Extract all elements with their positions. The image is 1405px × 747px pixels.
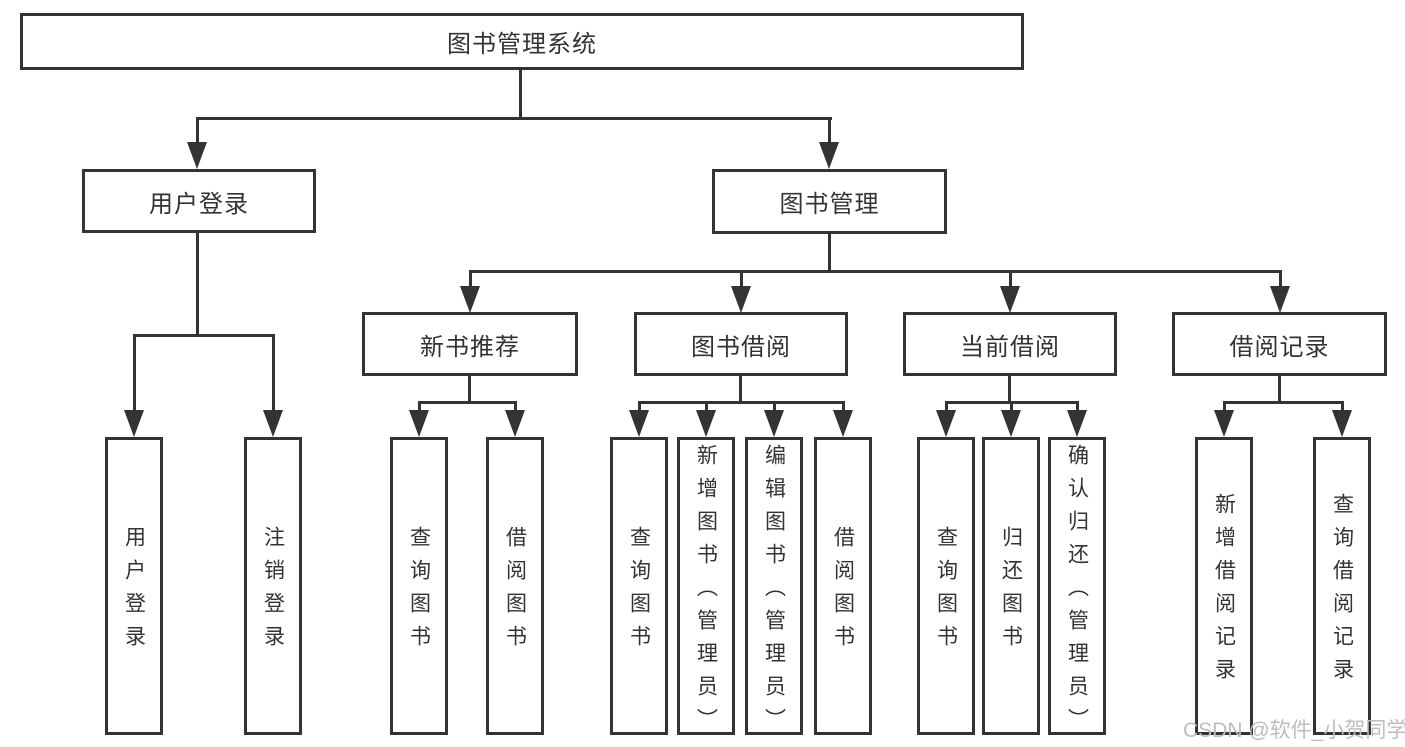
connector-arrow-shaft	[1009, 272, 1012, 286]
arrow-down-icon	[1001, 410, 1021, 437]
arrow-down-icon	[764, 410, 784, 437]
connector-login-stem	[196, 233, 199, 336]
connector-group-stem	[739, 376, 742, 403]
leaf-add-books-admin: 新增图书（管理员）	[677, 437, 735, 735]
arrow-down-icon	[187, 142, 207, 169]
connector-group-branch	[418, 401, 517, 404]
connector-group-branch	[638, 401, 845, 404]
leaf-confirm-return-admin: 确认归还（管理员）	[1048, 437, 1106, 735]
connector-group-stem	[1008, 376, 1011, 403]
leaf-label: 新增图书（管理员）	[694, 443, 718, 735]
leaf-edit-books-admin: 编辑图书（管理员）	[745, 437, 803, 735]
arrow-down-icon	[629, 410, 649, 437]
csdn-watermark: CSDN @软件_小贺同学	[1183, 719, 1405, 742]
connector-arrow-shaft	[945, 403, 948, 410]
connector-group-branch	[1223, 401, 1344, 404]
leaf-label: 查询借阅记录	[1330, 493, 1354, 691]
node-label: 图书借阅	[691, 333, 791, 361]
node-label: 新书推荐	[420, 333, 520, 361]
arrow-down-icon	[409, 410, 429, 437]
leaf-query-books-current: 查询图书	[917, 437, 975, 735]
connector-login-branch	[133, 334, 275, 337]
connector-arrow-shaft	[1279, 272, 1282, 286]
leaf-add-borrow-record: 新增借阅记录	[1195, 437, 1253, 735]
connector-arrow-shaft	[773, 403, 776, 410]
connector-arrow-shaft	[1010, 403, 1013, 410]
arrow-down-icon	[819, 142, 839, 169]
leaf-label: 查询图书	[407, 526, 431, 658]
leaf-query-books-recommend: 查询图书	[390, 437, 448, 735]
connector-group-stem	[468, 376, 471, 403]
leaf-user-login: 用户登录	[105, 437, 163, 735]
connector-arrow-shaft	[418, 403, 421, 410]
leaf-borrow-books-recommend: 借阅图书	[486, 437, 544, 735]
leaf-query-books-borrow: 查询图书	[610, 437, 668, 735]
node-borrow-records: 借阅记录	[1172, 312, 1387, 376]
node-label: 借阅记录	[1229, 333, 1330, 361]
connector-root-stem	[519, 70, 522, 119]
connector-arrow-shaft	[842, 403, 845, 410]
arrow-down-icon	[505, 410, 525, 437]
connector-arrow-shaft	[514, 403, 517, 410]
arrow-down-icon	[1332, 410, 1352, 437]
arrow-down-icon	[460, 286, 480, 313]
connector-group-stem	[1278, 376, 1281, 403]
arrow-down-icon	[731, 286, 751, 313]
leaf-label: 确认归还（管理员）	[1065, 443, 1089, 735]
leaf-logout: 注销登录	[244, 437, 302, 735]
node-new-book-recommend: 新书推荐	[362, 312, 578, 376]
connector-mgmt-branch	[469, 270, 1282, 273]
node-label: 图书管理	[779, 191, 880, 218]
arrow-down-icon	[833, 410, 853, 437]
connector-mgmt-stem	[828, 234, 831, 272]
node-user-login: 用户登录	[82, 169, 316, 233]
arrow-down-icon	[1000, 286, 1020, 313]
leaf-label: 借阅图书	[831, 526, 855, 658]
leaf-label: 查询图书	[934, 526, 958, 658]
arrow-down-icon	[124, 410, 144, 437]
node-label: 用户登录	[149, 190, 249, 218]
connector-arrow-shaft	[740, 272, 743, 286]
connector-arrow-shaft	[1223, 403, 1226, 410]
leaf-label: 注销登录	[261, 526, 285, 658]
connector-arrow-shaft	[133, 336, 136, 410]
leaf-query-borrow-record: 查询借阅记录	[1313, 437, 1371, 735]
arrow-down-icon	[263, 410, 283, 437]
arrow-down-icon	[696, 410, 716, 437]
leaf-borrow-books: 借阅图书	[814, 437, 872, 735]
node-current-borrow: 当前借阅	[903, 312, 1117, 376]
leaf-label: 借阅图书	[503, 526, 527, 658]
leaf-label: 新增借阅记录	[1212, 493, 1236, 691]
connector-arrow-shaft	[638, 403, 641, 410]
node-book-borrow: 图书借阅	[634, 312, 848, 376]
connector-group-branch	[945, 401, 1079, 404]
connector-root-branch	[196, 117, 832, 120]
leaf-label: 用户登录	[122, 526, 146, 658]
arrow-down-icon	[1067, 410, 1087, 437]
connector-arrow-shaft	[1076, 403, 1079, 410]
node-label: 当前借阅	[960, 333, 1060, 361]
connector-arrow-shaft	[705, 403, 708, 410]
node-label: 图书管理系统	[447, 31, 597, 58]
connector-arrow-shaft	[469, 272, 472, 286]
connector-arrow-shaft	[828, 119, 831, 143]
arrow-down-icon	[936, 410, 956, 437]
node-library-system: 图书管理系统	[20, 13, 1024, 70]
leaf-label: 编辑图书（管理员）	[762, 443, 786, 735]
node-book-management: 图书管理	[712, 169, 947, 234]
leaf-label: 归还图书	[999, 526, 1023, 658]
arrow-down-icon	[1214, 410, 1234, 437]
connector-arrow-shaft	[196, 119, 199, 143]
leaf-return-books: 归还图书	[982, 437, 1040, 735]
arrow-down-icon	[1270, 286, 1290, 313]
leaf-label: 查询图书	[627, 526, 651, 658]
connector-arrow-shaft	[272, 336, 275, 410]
connector-arrow-shaft	[1341, 403, 1344, 410]
